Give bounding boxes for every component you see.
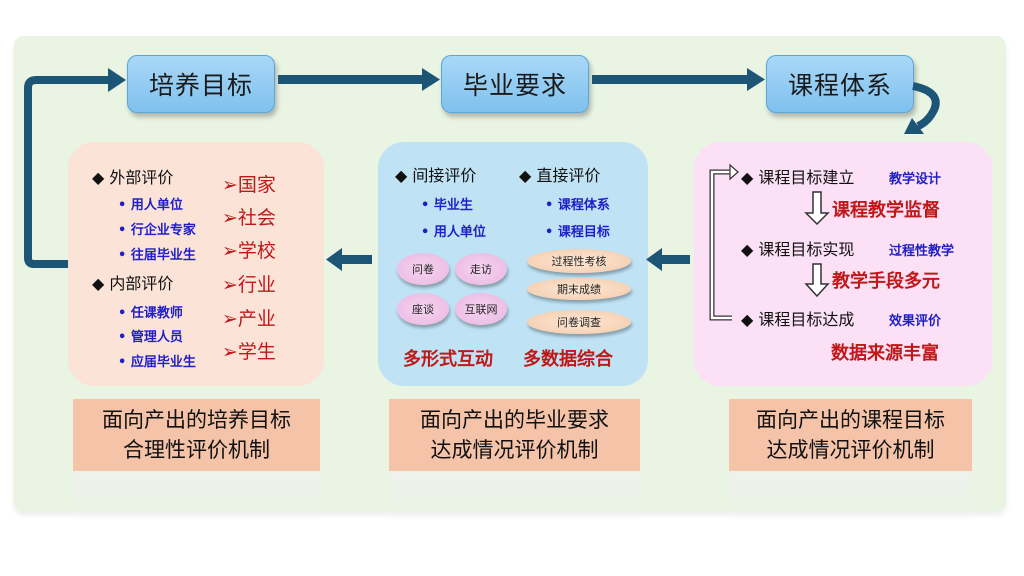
box-training-objectives-label: 培养目标 (148, 71, 253, 100)
internal-evaluation-title: ◆ 内部评价 (92, 274, 174, 293)
direct-item-label: 课程体系 (557, 198, 610, 213)
stakeholder-item: ➢国家 (222, 174, 276, 196)
course-loop-arrow-head (729, 163, 739, 181)
box-training-objectives: 培养目标 (127, 55, 275, 113)
arrow-graduation-to-curriculum-head (747, 68, 765, 91)
bullet: • (545, 198, 554, 213)
arrow-training-to-graduation-head (422, 68, 440, 91)
feedback-loop-arrow-head (108, 68, 126, 92)
course-loop-bracket-inner (710, 170, 732, 320)
direct-item-label: 课程目标 (557, 225, 610, 240)
indirect-item: • 用人单位 (421, 221, 486, 240)
panel-course-objectives-evaluation (694, 142, 992, 386)
internal-item: • 任课教师 (118, 302, 183, 321)
course-transition: 教学手段多元 (832, 271, 940, 292)
direct-evaluation-title: ◆ 直接评价 (519, 166, 601, 185)
direct-item: • 课程体系 (545, 194, 610, 213)
bullet: • (118, 223, 127, 238)
internal-item: • 应届毕业生 (118, 351, 196, 370)
arrow-graduation-to-training-head (326, 248, 342, 271)
indirect-item: • 毕业生 (421, 194, 473, 213)
bullet: • (118, 355, 127, 370)
footer-reflection (389, 472, 640, 522)
footer-line: 达成情况评价机制 (430, 438, 599, 462)
footer-reflection (729, 472, 972, 522)
bullet: • (118, 330, 127, 345)
course-step-tag: 效果评价 (889, 314, 942, 329)
external-evaluation-title: ◆ 外部评价 (92, 168, 174, 187)
curved-arrow-down-head (904, 118, 924, 134)
bullet: • (421, 198, 430, 213)
internal-item-label: 任课教师 (130, 306, 183, 321)
method-oval: 座谈 (397, 293, 449, 325)
external-item: • 行企业专家 (118, 219, 196, 238)
course-transition: 课程教学监督 (832, 200, 940, 221)
bullet: • (118, 198, 127, 213)
stakeholder-item: ➢行业 (222, 274, 276, 296)
footer-training-mechanism: 面向产出的培养目标 合理性评价机制 (73, 399, 320, 471)
arrow-graduation-to-curriculum-shaft (592, 75, 749, 84)
hollow-down-arrow-1 (804, 191, 830, 226)
footer-course-mechanism: 面向产出的课程目标 达成情况评价机制 (729, 399, 972, 471)
indirect-summary: 多形式互动 (403, 349, 493, 370)
external-item-label: 往届毕业生 (130, 248, 196, 263)
footer-line: 合理性评价机制 (123, 438, 270, 462)
arrow-course-to-graduation-head (646, 248, 662, 271)
box-curriculum-system-label: 课程体系 (787, 71, 892, 100)
indirect-evaluation-title: ◆ 间接评价 (395, 166, 477, 185)
data-source-oval: 过程性考核 (527, 249, 631, 273)
internal-item-label: 管理人员 (130, 330, 183, 345)
course-summary: 数据来源丰富 (831, 343, 939, 364)
external-item-label: 用人单位 (130, 198, 183, 213)
data-source-oval: 期末成绩 (527, 278, 631, 300)
arrow-course-to-graduation-shaft (660, 255, 690, 264)
feedback-loop-arrow (24, 76, 110, 268)
footer-line: 面向产出的毕业要求 (420, 408, 609, 432)
panel-training-objectives-evaluation (68, 142, 324, 386)
external-item: • 往届毕业生 (118, 244, 196, 263)
method-oval: 走访 (455, 253, 507, 285)
box-graduation-requirements-label: 毕业要求 (462, 71, 567, 100)
stakeholder-item: ➢学校 (222, 240, 276, 262)
method-oval: 互联网 (455, 293, 507, 325)
method-oval: 问卷 (397, 253, 449, 285)
stakeholder-item: ➢学生 (222, 341, 276, 363)
course-step-title: ◆ 课程目标达成 (741, 310, 855, 329)
course-step-title: ◆ 课程目标实现 (741, 240, 855, 259)
footer-graduation-mechanism: 面向产出的毕业要求 达成情况评价机制 (389, 399, 640, 471)
direct-summary: 多数据综合 (523, 349, 613, 370)
footer-line: 面向产出的培养目标 (102, 408, 291, 432)
box-curriculum-system: 课程体系 (766, 55, 914, 113)
course-step-title: ◆ 课程目标建立 (741, 168, 855, 187)
stakeholder-item: ➢产业 (222, 308, 276, 330)
bullet: • (118, 248, 127, 263)
indirect-item-label: 毕业生 (433, 198, 473, 213)
hollow-down-arrow-2 (804, 263, 830, 298)
arrow-training-to-graduation-shaft (278, 75, 424, 84)
footer-reflection (73, 472, 320, 522)
arrow-graduation-to-training-shaft (340, 255, 372, 264)
internal-item-label: 应届毕业生 (130, 355, 196, 370)
bullet: • (545, 225, 554, 240)
footer-line: 达成情况评价机制 (766, 438, 935, 462)
data-source-oval: 问卷调查 (527, 310, 631, 334)
box-graduation-requirements: 毕业要求 (441, 55, 589, 113)
stakeholder-item: ➢社会 (222, 207, 276, 229)
course-step-tag: 过程性教学 (889, 244, 955, 259)
curved-arrow-down (912, 82, 940, 130)
direct-item: • 课程目标 (545, 221, 610, 240)
bullet: • (118, 306, 127, 321)
course-loop-bracket (709, 169, 732, 321)
indirect-item-label: 用人单位 (433, 225, 486, 240)
external-item-label: 行企业专家 (130, 223, 196, 238)
course-step-tag: 教学设计 (889, 172, 942, 187)
internal-item: • 管理人员 (118, 326, 183, 345)
bullet: • (421, 225, 430, 240)
external-item: • 用人单位 (118, 194, 183, 213)
footer-line: 面向产出的课程目标 (756, 408, 945, 432)
